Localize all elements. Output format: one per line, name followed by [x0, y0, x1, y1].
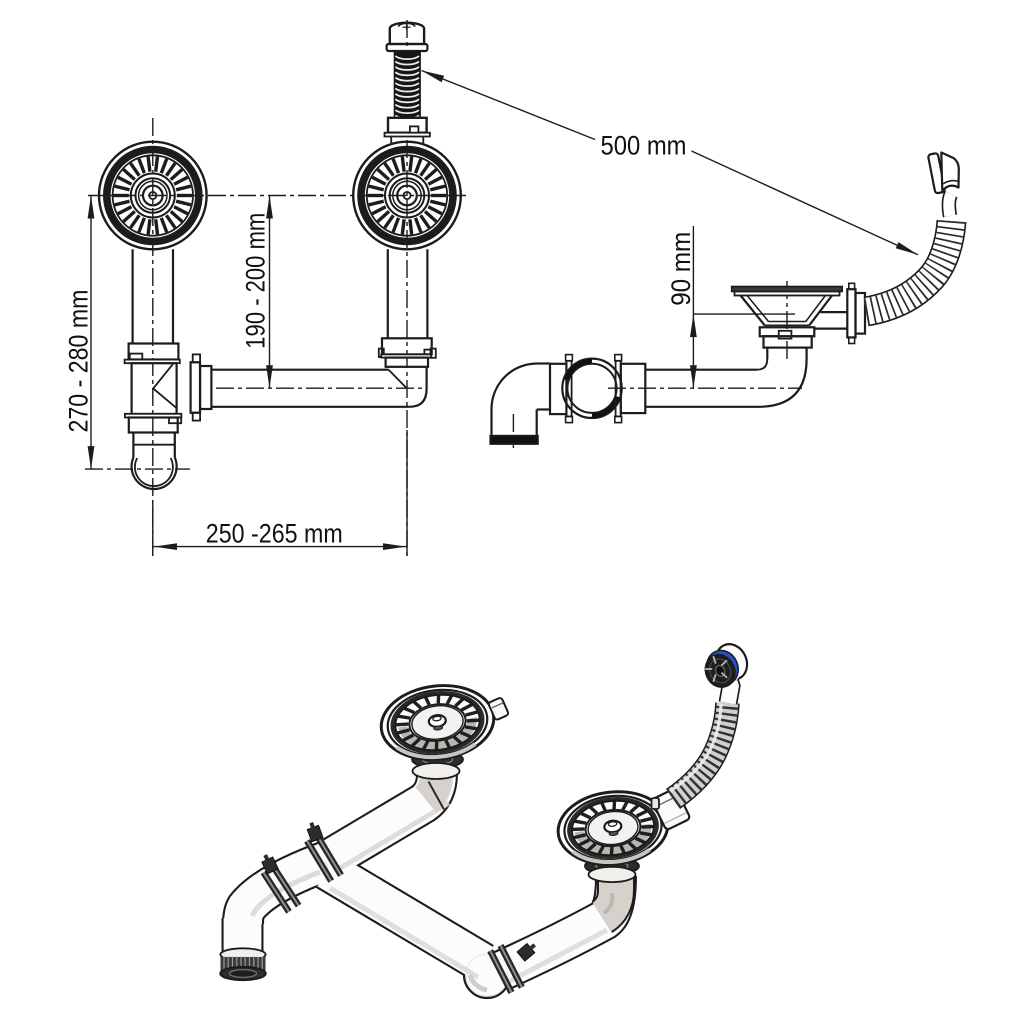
svg-text:250 -265 mm: 250 -265 mm — [206, 519, 343, 549]
svg-text:270 - 280 mm: 270 - 280 mm — [64, 290, 94, 433]
svg-text:90 mm: 90 mm — [666, 232, 696, 306]
svg-text:190 - 200 mm: 190 - 200 mm — [240, 213, 270, 349]
svg-text:500 mm: 500 mm — [601, 131, 687, 161]
